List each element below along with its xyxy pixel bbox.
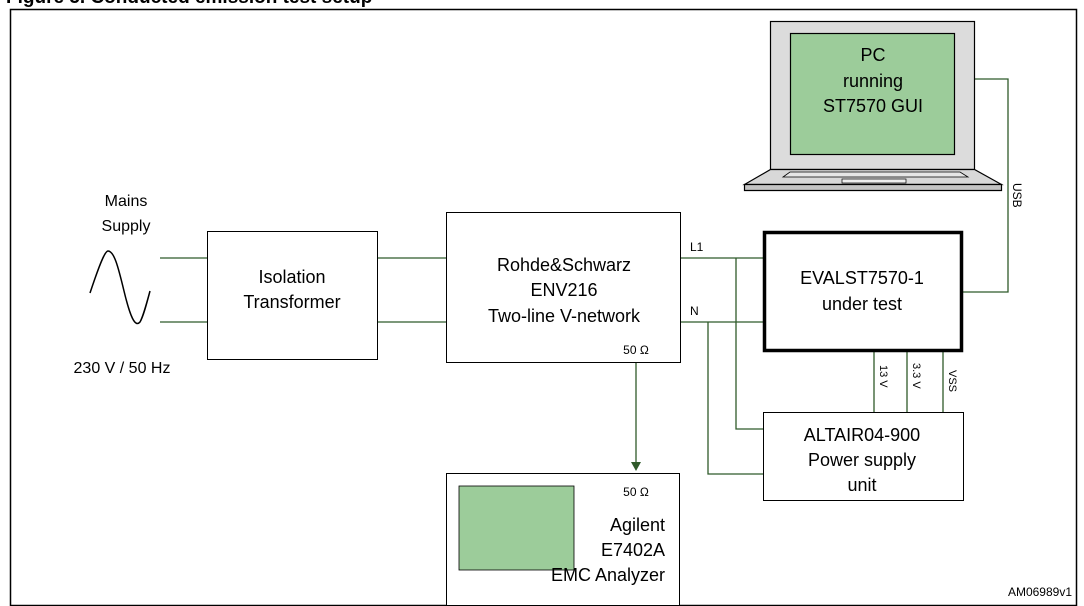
analyzer-screen [458,485,575,571]
psu-line1: ALTAIR04-900 [804,425,920,445]
v-network-box [446,212,681,363]
wires [160,78,1009,475]
wire-usb [963,78,1009,293]
l1-label: L1 [690,240,704,254]
figure-id: AM06989v1 [1008,585,1072,599]
rail-13v-label: 13 V [877,365,889,388]
isolation-transformer-line2: Transformer [243,292,340,312]
isolation-transformer-box [207,231,378,360]
analyzer-line2: E7402A [601,540,665,560]
wire-l1-psu [735,258,763,430]
psu-line3: unit [847,475,876,495]
arrow-head-icon [631,462,641,471]
laptop-icon [742,20,1004,192]
pc-screen [789,32,956,156]
figure-title: Figure 5. Conducted emission test setup [6,0,372,9]
isolation-transformer-line1: Isolation [258,267,325,287]
analyzer-line3: EMC Analyzer [551,565,665,585]
analyzer-port-label: 50 Ω [623,485,649,499]
pc-line2: running [843,71,903,91]
mains-label-line1: Mains [105,193,148,210]
psu-box [763,412,964,501]
sine-wave-icon [89,250,151,325]
n-label: N [690,304,699,318]
v-network-port-label: 50 Ω [623,343,649,357]
pc-line1: PC [860,45,885,65]
pc-line3: ST7570 GUI [823,96,923,116]
dut-line2: under test [822,294,902,314]
figure-title-strip: Figure 5. Conducted emission test setup [0,0,1084,10]
usb-label: USB [1010,183,1024,208]
mains-rating: 230 V / 50 Hz [74,360,171,377]
mains-label-line2: Supply [102,218,151,235]
rail-3v3-label: 3.3 V [910,363,922,389]
wire-n-psu [707,322,763,475]
rail-vss-label: VSS [946,370,958,392]
dut-box [762,230,964,353]
v-network-line1: Rohde&Schwarz [497,255,631,275]
analyzer-line1: Agilent [610,515,665,535]
dut-line1: EVALST7570-1 [800,268,924,288]
v-network-line3: Two-line V-network [488,306,641,326]
psu-line2: Power supply [808,450,916,470]
v-network-line2: ENV216 [530,280,597,300]
